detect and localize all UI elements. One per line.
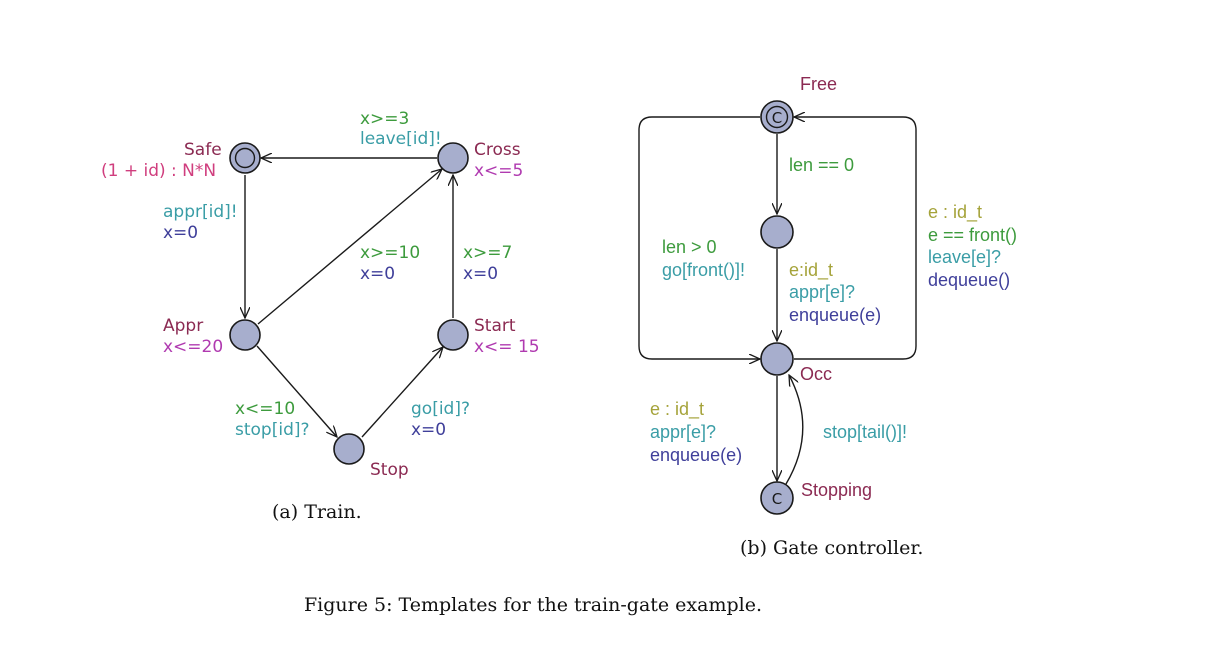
sync-occ-stopping: appr[e]? (650, 422, 716, 442)
sync-safe-appr: appr[id]! (163, 202, 238, 222)
select-occ-free: e : id_t (928, 202, 982, 223)
train-automaton: Safe (1 + id) : N*N Cross x<=5 Appr x<=2… (101, 109, 540, 523)
figure-caption: Figure 5: Templates for the train-gate e… (304, 594, 762, 616)
update-safe-appr: x=0 (163, 223, 198, 243)
sync-stop-start: go[id]? (411, 399, 470, 419)
train-caption: (a) Train. (272, 501, 362, 523)
location-mid-node (760, 215, 794, 249)
location-invariant-cross: x<=5 (474, 161, 523, 181)
location-free-node (760, 100, 794, 134)
location-invariant-start: x<= 15 (474, 337, 540, 357)
sync-stopping-occ: stop[tail()]! (823, 422, 907, 442)
guard-free-mid: len == 0 (789, 155, 854, 175)
location-name-stopping: Stopping (801, 480, 872, 500)
guard-cross-safe: x>=3 (360, 109, 409, 129)
edge-appr-to-stop (256, 345, 337, 437)
sync-occ-free: leave[e]? (928, 247, 1001, 267)
location-name-stop: Stop (370, 460, 409, 480)
location-start-node (437, 319, 469, 351)
committed-symbol-stopping: C (772, 490, 782, 508)
location-name-cross: Cross (474, 140, 521, 160)
location-name-start: Start (474, 316, 516, 336)
sync-cross-safe: leave[id]! (360, 129, 442, 149)
location-invariant-safe: (1 + id) : N*N (101, 161, 216, 181)
guard-appr-cross: x>=10 (360, 243, 420, 263)
select-occ-stopping: e : id_t (650, 399, 704, 420)
guard-free-occ: len > 0 (662, 237, 717, 257)
select-mid-occ: e:id_t (789, 260, 833, 281)
sync-appr-stop: stop[id]? (235, 420, 310, 440)
location-safe-node (229, 142, 261, 174)
sync-free-occ: go[front()]! (662, 260, 745, 280)
location-name-appr: Appr (163, 316, 203, 336)
edge-free-to-occ-left (638, 116, 760, 359)
gate-caption: (b) Gate controller. (740, 537, 923, 559)
location-name-safe: Safe (184, 140, 222, 160)
edge-occ-to-free-right (794, 117, 917, 360)
location-cross-node (437, 142, 469, 174)
guard-occ-free: e == front() (928, 225, 1017, 245)
edge-appr-to-cross (257, 169, 442, 325)
update-stop-start: x=0 (411, 420, 446, 440)
update-occ-free: dequeue() (928, 270, 1010, 290)
location-stop-node (333, 433, 365, 465)
location-name-free: Free (800, 74, 837, 94)
edge-stopping-to-occ (785, 375, 804, 485)
committed-symbol-free: C (772, 109, 782, 127)
update-mid-occ: enqueue(e) (789, 305, 881, 325)
initial-location-marker (234, 147, 256, 169)
location-invariant-appr: x<=20 (163, 337, 223, 357)
update-appr-cross: x=0 (360, 264, 395, 284)
sync-mid-occ: appr[e]? (789, 282, 855, 302)
update-occ-stopping: enqueue(e) (650, 445, 742, 465)
location-name-occ: Occ (800, 364, 832, 384)
edge-stop-to-start (361, 347, 443, 438)
gate-automaton: C C Free Occ Stopping len == 0 e:id_t ap… (638, 74, 1017, 559)
guard-appr-stop: x<=10 (235, 399, 295, 419)
update-start-cross: x=0 (463, 264, 498, 284)
guard-start-cross: x>=7 (463, 243, 512, 263)
location-appr-node (229, 319, 261, 351)
location-stopping-node (760, 481, 794, 515)
initial-location-marker (765, 105, 789, 129)
location-occ-node (760, 342, 794, 376)
